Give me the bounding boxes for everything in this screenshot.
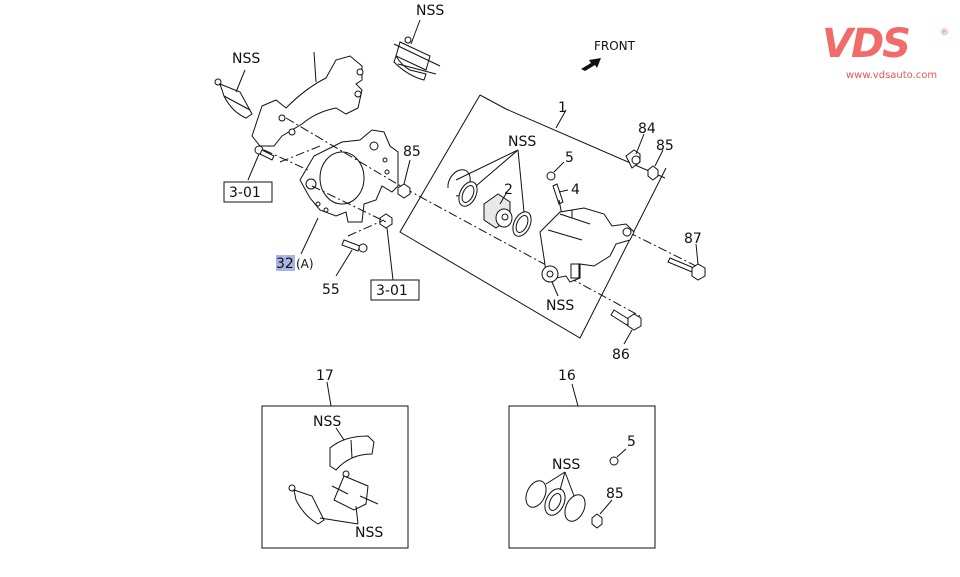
assembly-lines (263, 117, 701, 317)
caliper-support-bracket (251, 51, 364, 147)
kit-16-seal-kit: 16 NSS 5 85 (508, 368, 656, 549)
callout-84: 84 (638, 121, 656, 137)
callout-nss-left: NSS (232, 51, 260, 67)
nut-85-left: 85 (397, 144, 421, 199)
bolt-55: 55 (322, 239, 368, 298)
callout-32-number[interactable]: 32 (276, 256, 294, 272)
bushing-84: 84 (625, 121, 656, 169)
front-label: FRONT (594, 39, 636, 53)
ref-3-01-bottom-label: 3-01 (376, 283, 408, 299)
nut-bottom (379, 213, 394, 281)
guide-pin-bolt-86: 86 (610, 309, 642, 363)
kit-16-number: 16 (558, 368, 576, 384)
callout-nss-caliper: NSS (546, 298, 574, 314)
callout-32[interactable]: 32 (A) (276, 217, 319, 272)
caliper-assembly-frame: 1 (399, 94, 667, 339)
anti-rattle-clip-top: NSS (393, 3, 444, 81)
registered-mark: ® (940, 28, 949, 38)
bleeder-screw-and-cap: 5 4 (546, 150, 580, 257)
callout-85-right: 85 (656, 138, 674, 154)
callout-86: 86 (612, 347, 630, 363)
callout-32-suffix: (A) (296, 257, 314, 271)
callout-2: 2 (504, 182, 513, 198)
callout-4: 4 (571, 182, 580, 198)
arrow-icon (581, 58, 601, 71)
kit-16-nss: NSS (552, 457, 580, 473)
caliper-body: NSS (539, 207, 635, 314)
anti-rattle-clip-left: NSS (214, 51, 260, 119)
bolt-left (247, 145, 275, 181)
guide-pin-bolt-87: 87 (667, 231, 706, 281)
callout-nss-seals: NSS (508, 134, 536, 150)
callout-1: 1 (558, 100, 567, 116)
logo-url: www.vdsauto.com (846, 70, 938, 81)
kit-16-nut-85: 85 (606, 486, 624, 502)
callout-55: 55 (322, 282, 340, 298)
logo-brand: VDS (822, 21, 911, 67)
callout-85-left: 85 (403, 144, 421, 160)
reference-3-01-left: 3-01 (223, 181, 273, 203)
front-orientation: FRONT (581, 39, 636, 71)
torque-plate-knuckle (299, 129, 399, 223)
kit-16-cap-5: 5 (627, 434, 636, 450)
kit-17-nss-pads: NSS (313, 414, 341, 430)
piston-and-seals: NSS 2 (447, 134, 536, 237)
reference-3-01-bottom: 3-01 (370, 279, 420, 301)
callout-nss-top: NSS (416, 3, 444, 19)
vds-logo: VDS ® www.vdsauto.com (822, 22, 950, 84)
callout-5: 5 (565, 150, 574, 166)
callout-87: 87 (684, 231, 702, 247)
kit-17-nss-clips: NSS (355, 525, 383, 541)
ref-3-01-left-label: 3-01 (229, 185, 261, 201)
nut-85-right: 85 (647, 138, 674, 181)
kit-17-brake-pads: 17 NSS NSS (261, 368, 409, 549)
kit-17-number: 17 (316, 368, 334, 384)
